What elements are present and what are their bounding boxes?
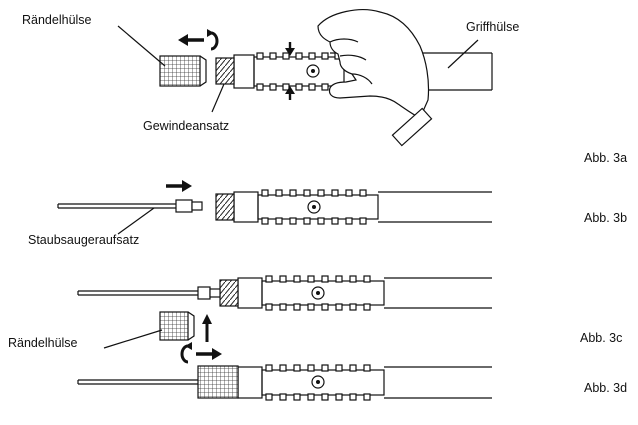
lock-button [311, 286, 325, 300]
vacuum-attachment [57, 199, 203, 213]
leader-knurled-sleeve [117, 25, 166, 67]
handle-body [257, 194, 379, 220]
arrow-up-icon [285, 86, 295, 100]
handle-collar [233, 54, 255, 89]
grip-tube [384, 277, 492, 309]
leader-grip-sleeve [447, 39, 479, 69]
lock-button [306, 64, 320, 78]
arrow-down-icon [285, 42, 295, 56]
handle-knobs-top [265, 275, 371, 283]
figure-label-3a: Abb. 3a [584, 151, 627, 165]
leader-thread [211, 83, 225, 113]
label-grip-sleeve: Griffhülse [466, 20, 519, 34]
lock-button [311, 375, 325, 389]
figure-3d: Abb. 3d [77, 342, 627, 401]
handle-knobs-top [265, 364, 371, 372]
leader-vacuum-attachment [117, 207, 155, 235]
figure-3a: Rändelhülse Gewindeansatz Griffhülse Abb… [22, 9, 627, 165]
handle-knobs-top [261, 189, 367, 197]
label-knurled-sleeve: Rändelhülse [22, 13, 92, 27]
grip-tube [378, 191, 492, 223]
leader-knurled-sleeve [103, 329, 163, 349]
knurled-sleeve [159, 311, 189, 341]
rotate-arrow-icon [207, 29, 219, 51]
figure-3c: Rändelhülse Abb. 3c [8, 275, 622, 350]
handle-body [261, 369, 385, 396]
figure-3b: Staubsaugeraufsatz Abb. 3b [28, 180, 627, 247]
handle-knobs-bottom [265, 393, 371, 401]
vacuum-attachment [77, 379, 198, 385]
arrow-left-icon [178, 34, 204, 46]
figure-label-3c: Abb. 3c [580, 331, 622, 345]
thread-attachment [215, 193, 235, 221]
grip-tube [384, 366, 492, 399]
figure-label-3b: Abb. 3b [584, 211, 627, 225]
label-thread-attachment: Gewindeansatz [143, 119, 229, 133]
knurled-sleeve [197, 365, 239, 399]
lock-button [307, 200, 321, 214]
label-vacuum-attachment: Staubsaugeraufsatz [28, 233, 139, 247]
label-knurled-sleeve-c: Rändelhülse [8, 336, 78, 350]
handle-body [253, 56, 345, 87]
arrow-right-icon [166, 180, 192, 192]
handle-knobs-top [256, 52, 342, 60]
arrow-right-icon [196, 348, 222, 360]
handle-knobs-bottom [256, 83, 342, 91]
handle-body [261, 280, 385, 306]
thread-attachment [215, 57, 235, 85]
thread-attachment [219, 279, 239, 307]
vacuum-attachment [77, 286, 221, 300]
arrow-up-icon [202, 314, 212, 342]
rotate-arrow-icon [180, 342, 192, 364]
handle-knobs-bottom [265, 303, 371, 311]
hand-icon [317, 9, 433, 147]
figure-label-3d: Abb. 3d [584, 381, 627, 395]
knurled-sleeve [159, 55, 201, 87]
handle-knobs-bottom [261, 217, 367, 225]
